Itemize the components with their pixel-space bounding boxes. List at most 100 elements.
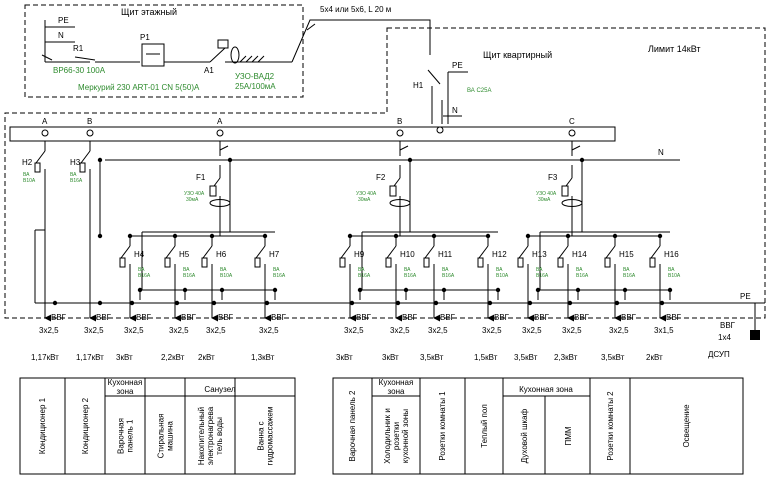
breaker-label: H16 — [664, 250, 679, 259]
junction-dot — [659, 300, 665, 306]
power-label: 1,17кВт — [31, 353, 59, 362]
breaker-rating: В16А — [70, 178, 83, 184]
phase-terminal — [568, 129, 576, 137]
breaker-label: H3 — [70, 158, 81, 167]
breaker-label: H2 — [22, 158, 33, 167]
breaker-rating: В10А — [23, 178, 36, 184]
meter-box — [141, 43, 165, 67]
junction-dot — [622, 287, 628, 293]
breaker-rating: В16А — [404, 273, 417, 279]
svg-text:Кондиционер 2: Кондиционер 2 — [81, 397, 90, 454]
cable-size: 3х2,5 — [562, 326, 582, 335]
svg-text:Теплый пол: Теплый пол — [480, 404, 489, 448]
junction-dot — [264, 300, 270, 306]
breaker-rating: ВА — [576, 267, 583, 273]
junction-dot — [182, 287, 188, 293]
svg-text:розетки: розетки — [392, 422, 401, 450]
switch-rating-label: ВР66-30 100А — [53, 66, 106, 75]
cable-type: ВВГ — [574, 313, 590, 322]
rcd-body — [209, 185, 217, 197]
svg-text:Ванна с: Ванна с — [257, 421, 266, 450]
breaker-contact — [386, 245, 397, 259]
table-cell-text: Варочная панель 2 — [348, 390, 357, 462]
phase-terminal — [216, 129, 224, 137]
breaker-body — [517, 257, 524, 268]
svg-text:гидромассажем: гидромассажем — [266, 407, 275, 466]
n-label-floor: N — [58, 31, 64, 40]
breaker-label: H11 — [438, 250, 453, 259]
breaker-body — [79, 162, 86, 173]
rcd-body — [389, 185, 397, 197]
table-cell-text: Духовой шкаф — [520, 408, 529, 463]
power-label: 3,5кВт — [420, 353, 444, 362]
apartment-panel-title: Щит квартирный — [483, 50, 552, 60]
phase-label: C — [569, 117, 575, 126]
breaker-contact — [35, 150, 46, 164]
breaker-label: H15 — [619, 250, 634, 259]
svg-text:машина: машина — [166, 421, 175, 451]
phase-label: B — [87, 117, 92, 126]
junction-dot — [137, 287, 143, 293]
junction-dot — [357, 287, 363, 293]
svg-text:Стиральная: Стиральная — [157, 414, 166, 459]
cable-size: 3х1,5 — [654, 326, 674, 335]
apartment-panel: Щит квартирный Лимит 14кВт PE N H1 ВА С2… — [4, 27, 766, 319]
apartment-panel-border — [4, 27, 766, 319]
breaker-contact — [255, 245, 266, 259]
table-group-label: Кухонная — [108, 378, 143, 387]
junction-dot — [395, 300, 401, 306]
breaker-body — [477, 257, 484, 268]
breaker-contact — [605, 245, 616, 259]
power-label: 3кВт — [336, 353, 353, 362]
table-cell-text: Розетки комнаты 2 — [606, 391, 615, 461]
table-cell-text: Кондиционер 1 — [38, 397, 47, 454]
breaker-label: H14 — [572, 250, 587, 259]
floor-panel-title: Щит этажный — [121, 7, 177, 17]
breaker-rating: ВА — [358, 267, 365, 273]
rcd-body — [561, 185, 569, 197]
cable-size: 3х2,5 — [609, 326, 629, 335]
cable-type: ВВГ — [534, 313, 550, 322]
left-table — [19, 377, 296, 475]
breaker-rating: ВА — [138, 267, 145, 273]
breaker-contact — [558, 245, 569, 259]
breaker-body — [649, 257, 656, 268]
n-bus-label: N — [658, 148, 664, 157]
table-group-label: Кухонная — [379, 378, 414, 387]
junction-dot — [487, 300, 493, 306]
breaker-contact — [340, 245, 351, 259]
right-table — [332, 377, 744, 475]
junction-dot — [575, 287, 581, 293]
svg-text:Розетки комнаты 2: Розетки комнаты 2 — [606, 391, 615, 461]
r1-label: R1 — [73, 44, 84, 53]
breaker-label: H12 — [492, 250, 507, 259]
breaker-label: H10 — [400, 250, 415, 259]
breaker-rating: ВА — [536, 267, 543, 273]
rcd-label: F1 — [196, 173, 206, 182]
svg-text:электронагрева: электронагрева — [206, 406, 215, 465]
power-label: 1,17кВт — [76, 353, 104, 362]
power-label: 2,2кВт — [161, 353, 185, 362]
breaker-body — [201, 257, 208, 268]
phase-bus — [9, 126, 616, 142]
breaker-body — [119, 257, 126, 268]
breaker-rating: В16А — [358, 273, 371, 279]
breaker-contact — [424, 245, 435, 259]
cable-size: 3х2,5 — [428, 326, 448, 335]
cable-size: 3х2,5 — [39, 326, 59, 335]
junction-dot — [97, 233, 103, 239]
junction-dot — [403, 287, 409, 293]
breaker-rating: ВА — [668, 267, 675, 273]
rcd-rating: 30мА — [186, 197, 199, 203]
cable-type: ВВГ — [356, 313, 372, 322]
cable-type: ВВГ — [494, 313, 510, 322]
junction-dot — [52, 300, 58, 306]
floor-panel: Щит этажный PE N R1 P1 A1 ВР66-30 100А М… — [24, 4, 304, 98]
svg-text:Духовой шкаф: Духовой шкаф — [520, 408, 529, 463]
breaker-contact — [80, 150, 91, 164]
rcd-rating: УЗО 40А — [184, 191, 205, 197]
junction-dot — [97, 157, 103, 163]
breaker-label: H5 — [179, 250, 190, 259]
